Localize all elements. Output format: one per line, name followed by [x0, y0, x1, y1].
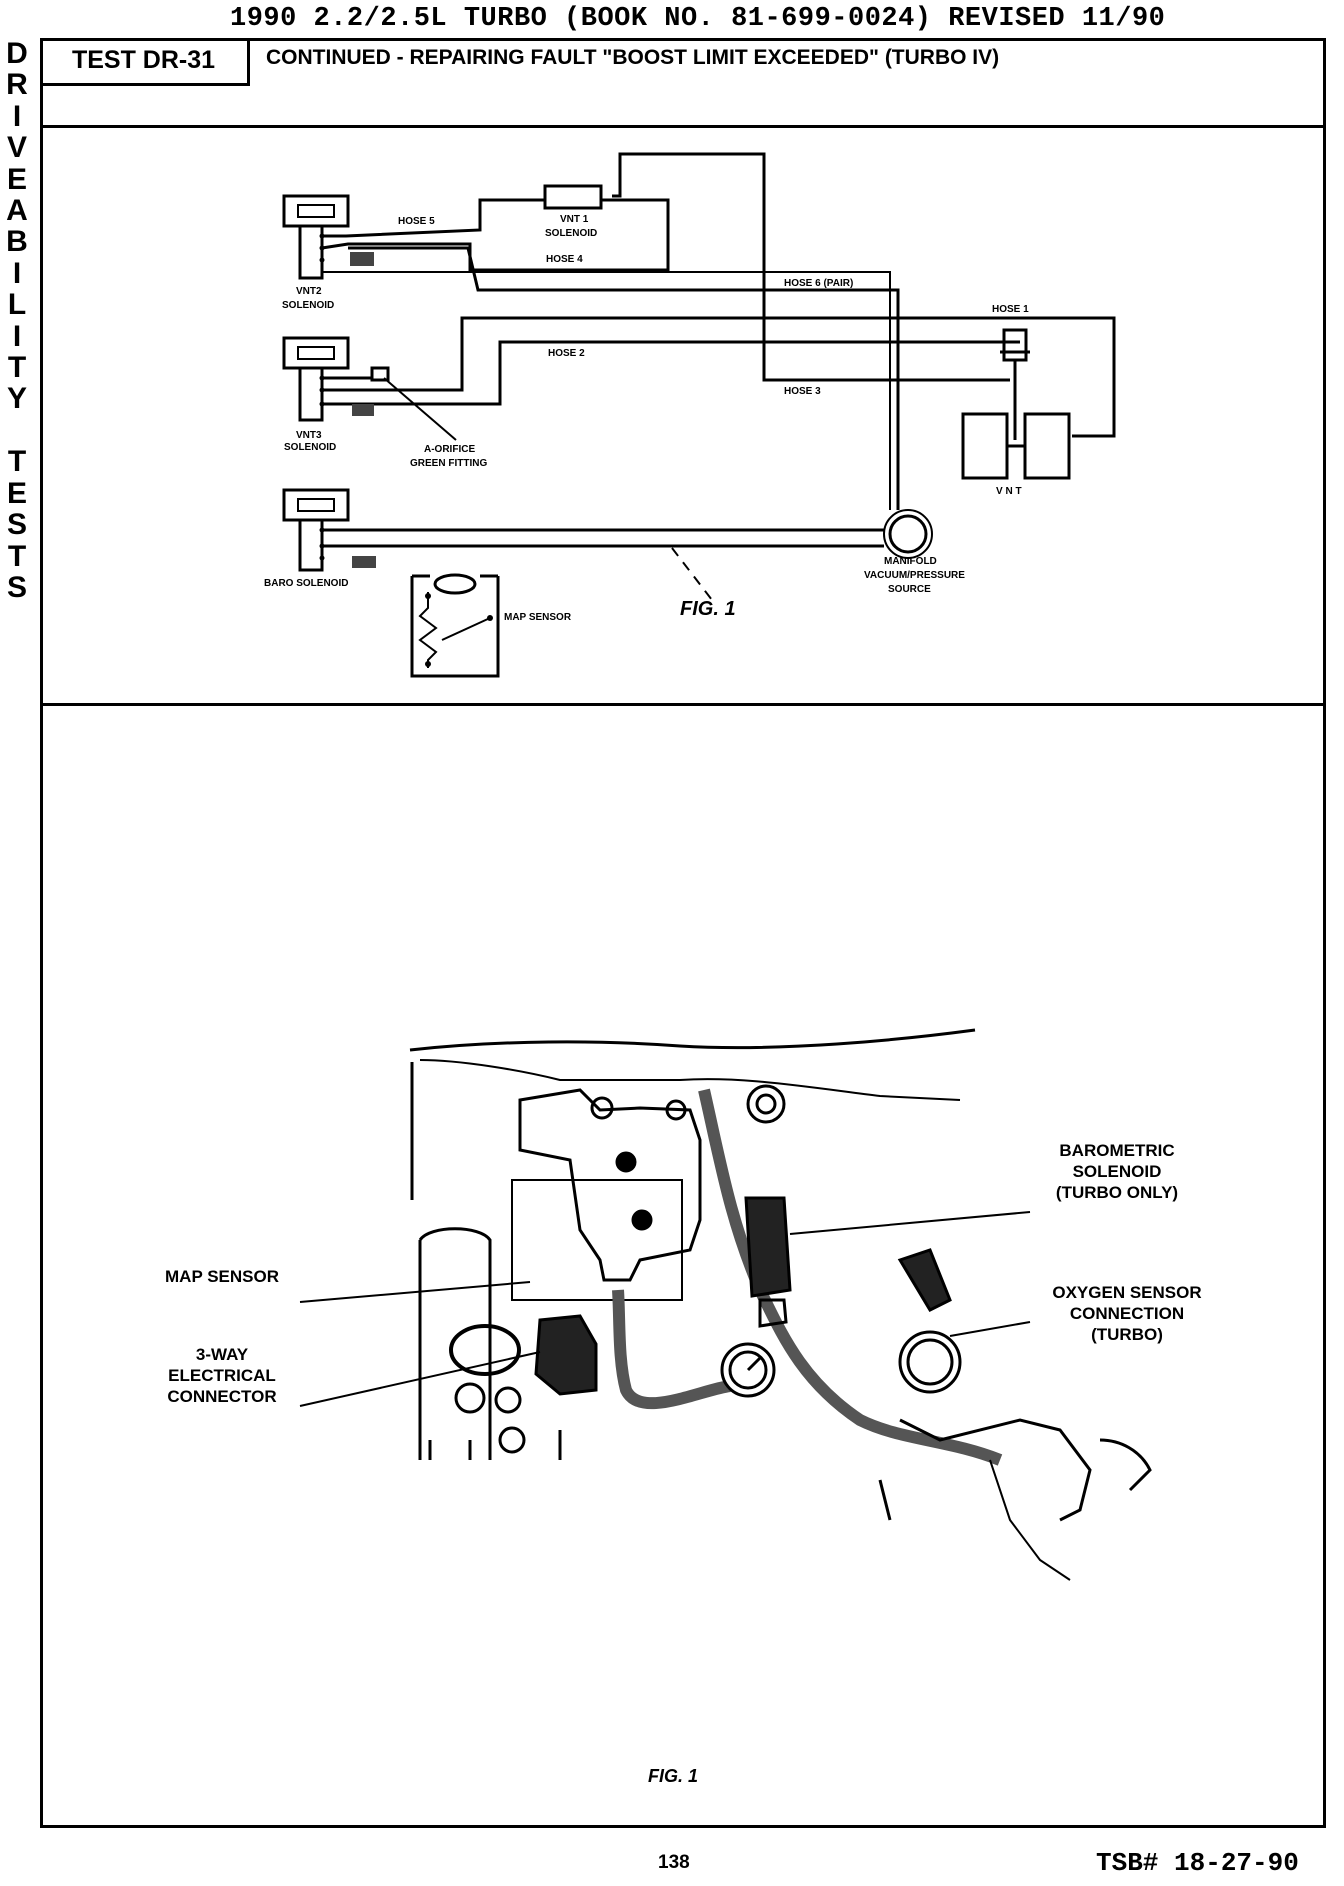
- side-tab-letter: T: [7, 445, 27, 479]
- callout-line: OXYGEN SENSOR: [1052, 1283, 1202, 1302]
- label-hose-5: HOSE 5: [398, 216, 435, 227]
- label-hose-1: HOSE 1: [992, 304, 1029, 315]
- document-header-line: 1990 2.2/2.5L TURBO (BOOK NO. 81-699-002…: [230, 4, 1166, 34]
- label-green-fitting: GREEN FITTING: [410, 458, 487, 469]
- diagram-fig-label: FIG. 1: [680, 598, 736, 620]
- callout-barometric-solenoid: BAROMETRIC SOLENOID (TURBO ONLY): [1022, 1140, 1212, 1203]
- manifold-source: [888, 514, 928, 554]
- callout-line: CONNECTION: [1069, 1304, 1185, 1323]
- canister: [418, 1227, 492, 1460]
- hand-tool: [899, 1418, 1092, 1522]
- page-number: 138: [658, 1852, 690, 1873]
- side-tab-letter: E: [6, 476, 27, 510]
- label-baro-solenoid: BARO SOLENOID: [264, 578, 348, 589]
- oxygen-sensor-plug: [897, 1248, 952, 1312]
- hose-6-a: [348, 246, 900, 510]
- test-title: CONTINUED - REPAIRING FAULT "BOOST LIMIT…: [266, 46, 1000, 69]
- wiring-harness: [698, 1088, 1003, 1466]
- side-tab-letter: E: [6, 162, 27, 196]
- label-hose-2: HOSE 2: [548, 348, 585, 359]
- label-vnt1: VNT 1: [560, 214, 589, 225]
- callout-line: (TURBO ONLY): [1055, 1183, 1179, 1202]
- map-sensor-resistor: [418, 592, 438, 668]
- baro-hatched-fitting: [352, 556, 376, 568]
- callout-map-sensor: MAP SENSOR: [165, 1267, 279, 1286]
- side-tab-letter: L: [7, 288, 27, 322]
- side-tab-letter: B: [6, 225, 28, 259]
- side-tab-letter: S: [6, 570, 27, 604]
- callout-line: CONNECTOR: [167, 1387, 277, 1406]
- callout-oxygen-sensor: OXYGEN SENSOR CONNECTION (TURBO): [1032, 1282, 1222, 1345]
- tsb-number: TSB# 18-27-90: [1096, 1848, 1299, 1878]
- hose-2: [322, 340, 1020, 406]
- three-way-connector: [534, 1314, 598, 1396]
- vnt3-solenoid-body: [298, 368, 324, 422]
- hose-5: [322, 198, 545, 238]
- hood-edge: [409, 1028, 976, 1052]
- map-callout-line: [299, 1281, 531, 1303]
- vnt2-solenoid-body: [298, 226, 324, 280]
- label-vnt2: VNT2: [296, 286, 322, 297]
- barometric-callout-line: [789, 1211, 1031, 1235]
- page-frame: [40, 38, 1326, 1828]
- side-tab-letter: T: [7, 539, 27, 573]
- map-sensor-body: [511, 1179, 683, 1301]
- hose-4: [321, 198, 670, 272]
- label-source: SOURCE: [888, 584, 931, 595]
- side-tab-letter: A: [6, 194, 28, 228]
- photo-fig-label: FIG. 1: [648, 1766, 699, 1786]
- callout-line: BAROMETRIC: [1059, 1141, 1175, 1160]
- label-a-orifice: A-ORIFICE: [424, 444, 475, 455]
- hose-1: [322, 316, 1116, 438]
- callout-line: ELECTRICAL: [168, 1366, 276, 1385]
- side-tab-letter: V: [6, 131, 27, 165]
- fitting-ring: [449, 1324, 521, 1376]
- callout-three-way-connector: 3-WAY ELECTRICAL CONNECTOR: [142, 1344, 302, 1407]
- vnt2-hatched-fitting: [350, 252, 374, 266]
- bracket-bolt: [746, 1084, 786, 1124]
- baro-solenoid-connector: [282, 488, 350, 522]
- label-vnt1-solenoid: SOLENOID: [545, 228, 597, 239]
- label-vnt2-solenoid: SOLENOID: [282, 300, 334, 311]
- label-map-sensor: MAP SENSOR: [504, 612, 572, 623]
- callout-line: (TURBO): [1091, 1325, 1163, 1344]
- side-tab-letter: Y: [6, 382, 27, 416]
- hose-3: [612, 152, 1010, 382]
- vacuum-hose-main: [612, 1289, 732, 1410]
- map-sensor-box: [410, 576, 500, 678]
- side-tab-letter: T: [7, 351, 27, 385]
- label-vacuum-pressure: VACUUM/PRESSURE: [864, 570, 965, 581]
- barometric-solenoid: [744, 1196, 792, 1298]
- callout-line: SOLENOID: [1072, 1162, 1162, 1181]
- side-tab-letter: R: [6, 68, 28, 102]
- callout-line: 3-WAY: [195, 1345, 249, 1364]
- vnt2-solenoid-connector: [282, 194, 350, 228]
- label-vnt3: VNT3: [296, 430, 322, 441]
- hose-6-b: [322, 271, 891, 510]
- map-sensor-bracket: [518, 1088, 702, 1282]
- test-id-box: TEST DR-31: [40, 38, 250, 86]
- vnt3-hatched-fitting: [352, 404, 374, 416]
- orifice-fitting: [370, 366, 390, 382]
- label-manifold: MANIFOLD: [884, 556, 937, 567]
- side-tab-letter: I: [12, 319, 22, 353]
- vnt1-solenoid: [543, 184, 603, 210]
- side-tab-driveability-tests: D R I V E A B I L I T Y T E S T S: [2, 37, 32, 604]
- oxygen-callout-line: [949, 1321, 1031, 1337]
- label-hose-4: HOSE 4: [546, 254, 583, 265]
- side-tab-letter: S: [6, 508, 27, 542]
- title-row: TEST DR-31 CONTINUED - REPAIRING FAULT "…: [40, 38, 1326, 128]
- side-tab-letter: I: [12, 99, 22, 133]
- side-tab-letter: D: [6, 37, 28, 70]
- connector-callout-line: [299, 1351, 541, 1407]
- label-vnt3-solenoid: SOLENOID: [284, 442, 336, 453]
- label-hose-3: HOSE 3: [784, 386, 821, 397]
- label-vnt: V N T: [996, 486, 1022, 497]
- side-tab-letter: I: [12, 256, 22, 290]
- vnt3-solenoid-connector: [282, 336, 350, 370]
- label-hose-6: HOSE 6 (PAIR): [784, 278, 853, 289]
- section-divider: [40, 703, 1326, 706]
